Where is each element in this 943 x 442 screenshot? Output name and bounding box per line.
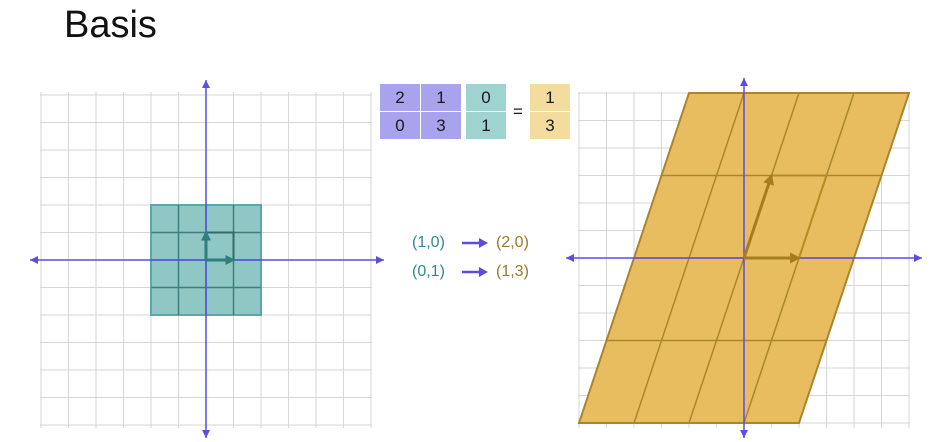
vector-cell-0: 0	[466, 84, 506, 111]
arrow-up-icon	[763, 173, 774, 186]
arrow-right-icon	[790, 252, 801, 264]
arrow-right-icon	[914, 254, 922, 262]
transformed-basis-vectors	[742, 173, 801, 264]
mapping-from: (1,0)	[412, 234, 445, 251]
arrow-down-icon	[740, 430, 748, 438]
original-basis-vectors	[201, 230, 236, 265]
arrow-shape	[462, 267, 488, 277]
mapping-to: (2,0)	[496, 234, 529, 251]
vector-cell-1: 1	[466, 112, 506, 139]
result-cell-0: 1	[530, 84, 570, 111]
matrix-cell-r1c0: 0	[380, 112, 420, 139]
matrix-cell-r0c0: 2	[380, 84, 420, 111]
right-arrow-icon	[460, 236, 490, 250]
matrix-cell-r1c1: 3	[421, 112, 461, 139]
mapping-row-2: (0,1) (1,3)	[412, 261, 529, 283]
matrix-cell-r0c1: 1	[421, 84, 461, 111]
arrow-left-icon	[566, 254, 574, 262]
mapping-from: (0,1)	[412, 263, 445, 280]
result-cell-1: 3	[530, 112, 570, 139]
arrow-up-icon	[201, 230, 211, 241]
equals-sign: =	[513, 101, 523, 121]
arrow-up-icon	[202, 80, 210, 88]
arrow-shape	[462, 238, 488, 248]
right-arrow-icon	[460, 265, 490, 279]
mapping-to: (1,3)	[496, 263, 529, 280]
arrow-right-icon	[376, 256, 384, 264]
arrow-up-icon	[740, 78, 748, 86]
mapping-row-1: (1,0) (2,0)	[412, 232, 529, 254]
page-title: Basis	[64, 4, 157, 46]
arrow-right-icon	[225, 255, 236, 265]
arrow-left-icon	[30, 256, 38, 264]
arrow-down-icon	[202, 430, 210, 438]
basis-vector-e2	[742, 182, 771, 259]
